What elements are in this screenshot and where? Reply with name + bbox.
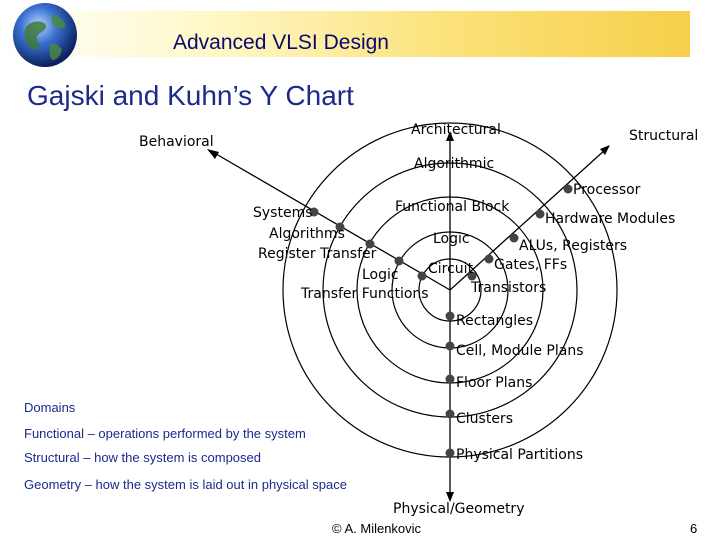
structural-transistors: Transistors [471, 280, 547, 296]
behavioral-arrowhead [207, 149, 219, 159]
domain-geometry: Geometry – how the system is laid out in… [24, 477, 347, 492]
marker-gates-ffs [484, 254, 494, 264]
physical-arrowhead [446, 492, 454, 502]
physical-rectangles: Rectangles [456, 313, 534, 329]
marker-hardware-modules [535, 209, 545, 219]
domain-functional: Functional – operations performed by the… [24, 426, 306, 441]
physical-axis-label: Physical/Geometry [393, 501, 525, 517]
marker-transfer-functions [417, 271, 427, 281]
axes [210, 137, 607, 496]
structural-arrowhead [600, 145, 610, 155]
behavioral-logic: Logic [362, 267, 399, 283]
behavioral-axis-label: Behavioral [139, 134, 214, 150]
marker-physical-partitions [445, 448, 455, 458]
marker-rectangles [445, 311, 455, 321]
architectural-axis-label: Architectural [411, 122, 501, 138]
globe-icon [13, 3, 77, 67]
behavioral-axis [210, 150, 451, 291]
marker-systems [309, 207, 319, 217]
behavioral-register-transfer: Register Transfer [258, 246, 377, 262]
marker-register-transfer [365, 239, 375, 249]
structural-gates-ffs: Gates, FFs [494, 257, 568, 273]
header-bar [0, 11, 690, 57]
behavioral-systems: Systems [253, 205, 313, 221]
marker-cell-module-plans [445, 341, 455, 351]
physical-partitions: Physical Partitions [456, 447, 584, 463]
marker-alus-registers [509, 233, 519, 243]
axis-arrowheads [207, 131, 610, 502]
page-number: 6 [690, 521, 698, 536]
domain-structural: Structural – how the system is composed [24, 450, 261, 465]
structural-axis-label: Structural [629, 128, 699, 144]
architectural-arrowhead [446, 131, 454, 141]
physical-floor-plans: Floor Plans [456, 375, 533, 391]
marker-processor [563, 184, 573, 194]
domains-heading: Domains [24, 400, 76, 415]
marker-logic [394, 256, 404, 266]
level-algorithmic: Algorithmic [414, 156, 495, 172]
level-functional-block: Functional Block [395, 199, 510, 215]
marker-algorithms [335, 222, 345, 232]
behavioral-transfer-functions: Transfer Functions [301, 286, 429, 302]
physical-cell-module-plans: Cell, Module Plans [456, 343, 584, 359]
level-logic: Logic [433, 231, 470, 247]
marker-transistors [467, 271, 477, 281]
behavioral-algorithms: Algorithms [269, 226, 345, 242]
marker-floor-plans [445, 374, 455, 384]
structural-processor: Processor [573, 182, 641, 198]
level-markers [309, 184, 573, 458]
level-circuit: Circuit [428, 261, 474, 277]
marker-clusters [445, 409, 455, 419]
header-title: Advanced VLSI Design [173, 31, 389, 54]
structural-hardware-modules: Hardware Modules [545, 211, 676, 227]
slide-title: Gajski and Kuhn’s Y Chart [27, 80, 354, 111]
physical-clusters: Clusters [456, 411, 513, 427]
structural-axis [449, 148, 607, 291]
footer-author: © A. Milenkovic [332, 521, 422, 536]
structural-alus-registers: ALUs, Registers [519, 238, 628, 254]
